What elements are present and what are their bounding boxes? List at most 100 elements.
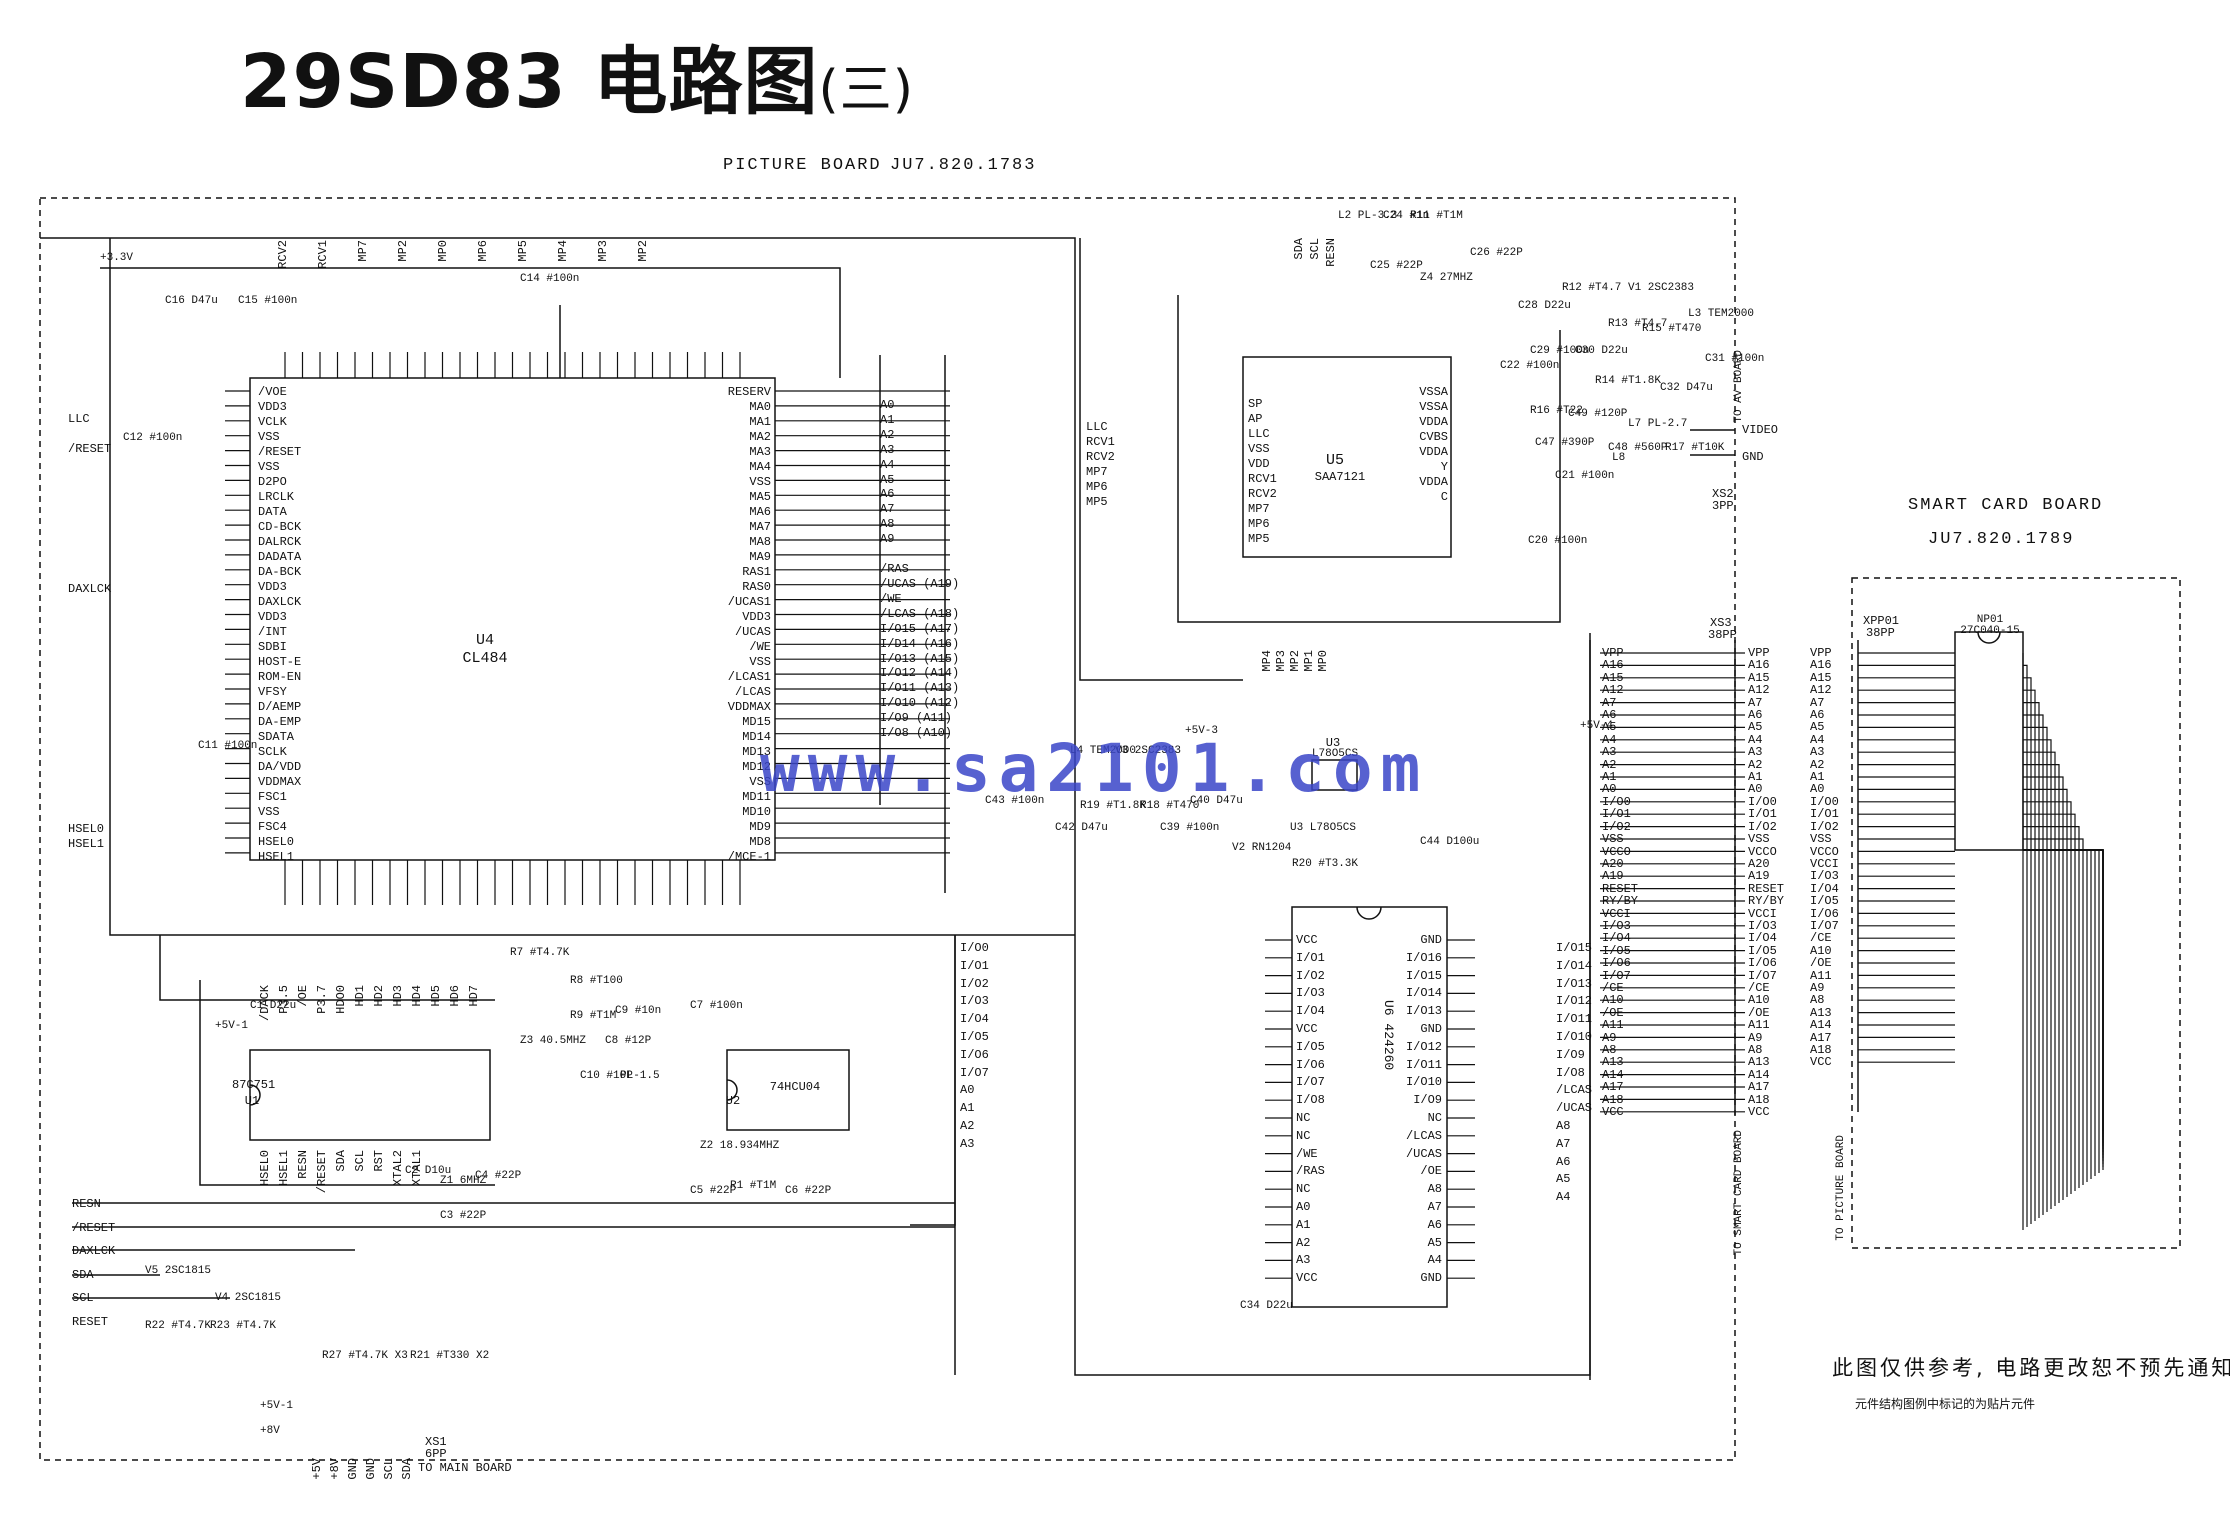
u4-pin-label: VSS — [258, 430, 280, 444]
xs1-pins: 6PP — [425, 1447, 447, 1461]
net-label: A8 — [1556, 1118, 1571, 1133]
u4-outline — [249, 377, 776, 861]
net-label: A4 — [1556, 1190, 1571, 1205]
xs3-net-label: A7 — [1602, 695, 1617, 710]
u4-pin-label: VSS — [749, 775, 771, 789]
u5-pin-label: SP — [1248, 397, 1263, 411]
xs3-net-label: /CE — [1602, 980, 1624, 995]
np01-bus-wire — [2023, 825, 2080, 1188]
u6-pin-label: /RAS — [1296, 1164, 1325, 1179]
component-label: +5V-3 — [1185, 725, 1219, 737]
u5-pin-label: RCV2 — [1248, 487, 1277, 501]
u4-pin-label: MA4 — [749, 460, 771, 474]
u5-pin-label: VDDA — [1419, 415, 1448, 429]
u6-pin-label: I/O13 — [1405, 1004, 1442, 1019]
net-label: I/O4 — [960, 1012, 989, 1027]
u6-pin-label: I/O7 — [1296, 1075, 1325, 1090]
xs3-pin-label: I/O4 — [1748, 931, 1777, 946]
xs3-pin-label: A1 — [1748, 770, 1763, 785]
xs3-pin-label: I/O2 — [1748, 819, 1777, 834]
xs3-net-label: I/O4 — [1602, 931, 1631, 946]
u4-pin-label: DA-BCK — [258, 565, 302, 579]
xs3-pin-label: A11 — [1748, 1018, 1770, 1033]
u6-pin-label: I/O9 — [1413, 1093, 1442, 1108]
component-label: C30 D22u — [1575, 345, 1628, 357]
u4-pin-label: HSEL0 — [258, 835, 295, 849]
xs3-pin-label: VCCI — [1748, 906, 1777, 921]
xpp01-pin-label: /OE — [1810, 956, 1832, 971]
u5-pin-label: VDDA — [1419, 475, 1448, 489]
u6-pin-label: GND — [1420, 933, 1442, 947]
xpp01-pin-label: VPP — [1810, 646, 1832, 660]
u6-pin-label: I/O5 — [1296, 1039, 1325, 1054]
u1-pin-label: HD7 — [467, 985, 481, 1007]
component-label: Z1 6MHZ — [440, 1175, 487, 1187]
xs3-net-label: A3 — [1602, 745, 1617, 760]
u1-pin-label: HD1 — [353, 985, 367, 1007]
net-label: A1 — [960, 1101, 975, 1116]
net-label: /RESET — [68, 442, 112, 456]
component-label: R7 #T4.7K — [510, 947, 570, 959]
connector-pin-label: SDA — [400, 1458, 414, 1480]
net-label: HSEL1 — [68, 837, 105, 851]
component-label: C49 #120P — [1568, 408, 1628, 420]
component-label: V4 2SC1815 — [215, 1292, 282, 1304]
u4-pin-label: DALRCK — [258, 535, 302, 549]
xs3-pin-label: I/O6 — [1748, 956, 1777, 971]
u3-ref: U3 — [1325, 736, 1341, 750]
u2-outline — [726, 1049, 850, 1131]
component-label: C21 #100n — [1555, 470, 1615, 482]
component-label: C14 #100n — [520, 273, 580, 285]
u6-pin-label: A6 — [1427, 1217, 1442, 1232]
xpp01-pin-label: I/O5 — [1810, 894, 1839, 909]
u4-pin-label: MD8 — [749, 835, 771, 849]
u4-pin-label: VSS — [749, 655, 771, 669]
u5-pin-label: AP — [1248, 412, 1263, 426]
net-label: I/O10 — [1556, 1029, 1593, 1044]
u4-pin-label: MA7 — [749, 520, 771, 534]
u6-pin-label: NC — [1296, 1128, 1311, 1143]
component-label: C24 #1n — [1383, 210, 1430, 222]
net-label: I/O12 (A14) — [880, 666, 960, 681]
xs3-pin-label: RY/BY — [1748, 894, 1785, 909]
xpp01-ref: XPP01 — [1863, 614, 1900, 628]
u5-pin-label: VSSA — [1419, 385, 1448, 399]
component-label: R21 #T330 X2 — [410, 1350, 490, 1362]
title-main: 29SD83 电路图 — [240, 39, 819, 125]
net-label: MP2 — [396, 240, 410, 262]
u4-pin-label: LRCLK — [258, 490, 295, 504]
component-label: Z4 27MHZ — [1420, 272, 1473, 284]
np01-outline — [1954, 631, 2024, 851]
component-label: R16 #T22 — [1530, 405, 1583, 417]
u6-pin-label: I/O8 — [1296, 1093, 1325, 1108]
u6-pin-label: I/O15 — [1405, 968, 1442, 983]
u1-pin-label: RST — [372, 1150, 386, 1172]
u4-pin-label: /MCE-1 — [727, 850, 771, 864]
u5-pin-label: Y — [1440, 460, 1448, 474]
xs3-pin-label: I/O5 — [1748, 943, 1777, 958]
net-label: MP3 — [1274, 650, 1288, 672]
u6-pin-label: /OE — [1420, 1164, 1442, 1179]
u6-ref: U6 — [1381, 1000, 1396, 1016]
u4-pin-label: SDBI — [258, 640, 287, 654]
net-label: DAXLCK — [68, 582, 112, 596]
u6-pin-label: A2 — [1296, 1235, 1311, 1250]
u6-pin-label: /UCAS — [1405, 1146, 1442, 1161]
component-label: C34 D22u — [1240, 1300, 1293, 1312]
u1-pin-label: /OE — [296, 985, 310, 1007]
xpp01-pin-label: A8 — [1810, 993, 1825, 1008]
u1-pin-label: HSEL1 — [277, 1150, 291, 1187]
u4-pin-label: /INT — [258, 625, 287, 639]
xs3-net-label: VCC — [1602, 1105, 1624, 1120]
xs3-pin-label: /CE — [1748, 980, 1770, 995]
u4-pin-label: RAS1 — [742, 565, 771, 579]
xs3-net-label: A14 — [1602, 1067, 1624, 1082]
u4-pin-label: /WE — [749, 640, 771, 654]
xs1-dest: TO MAIN BOARD — [418, 1461, 512, 1475]
net-label: I/O8 (A10) — [880, 726, 953, 741]
component-label: C1 D22u — [250, 1000, 297, 1012]
u4-pin-label: VSS — [749, 475, 771, 489]
xs3-net-label: A9 — [1602, 1030, 1617, 1045]
u4-part: CL484 — [462, 650, 508, 667]
